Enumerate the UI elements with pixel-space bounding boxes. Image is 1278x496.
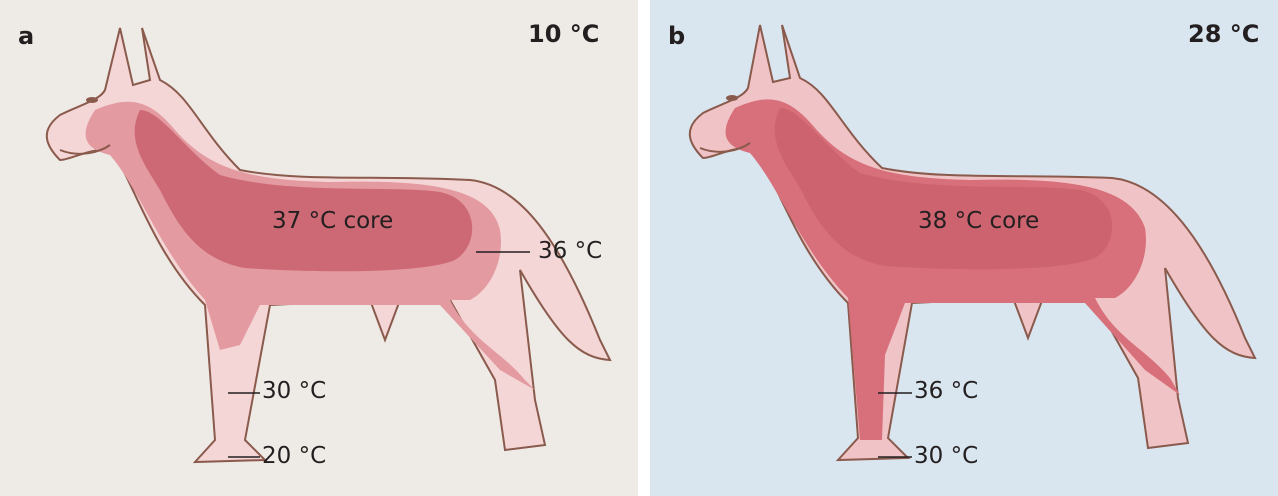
core-temperature-label: 38 °C core — [918, 208, 1039, 234]
ambient-temperature: 10 °C — [528, 20, 599, 48]
dog-eye — [726, 95, 738, 101]
ambient-temperature: 28 °C — [1188, 20, 1259, 48]
core-temperature-label: 37 °C core — [272, 208, 393, 234]
dog-eye — [86, 97, 98, 103]
temperature-label-30: 30 °C — [262, 378, 326, 404]
panel-b: b 28 °C 38 °C core 36 °C 30 °C — [650, 0, 1278, 496]
temperature-label-30: 30 °C — [914, 443, 978, 469]
temperature-label-36: 36 °C — [914, 378, 978, 404]
temperature-label-20: 20 °C — [262, 443, 326, 469]
panel-letter: b — [668, 22, 685, 50]
temperature-label-36: 36 °C — [538, 238, 602, 264]
dog-illustration-warm — [650, 0, 1278, 496]
panel-gap — [638, 0, 650, 496]
panel-letter: a — [18, 22, 34, 50]
panel-a: a 10 °C 37 °C core 36 °C 30 °C 20 °C — [0, 0, 638, 496]
